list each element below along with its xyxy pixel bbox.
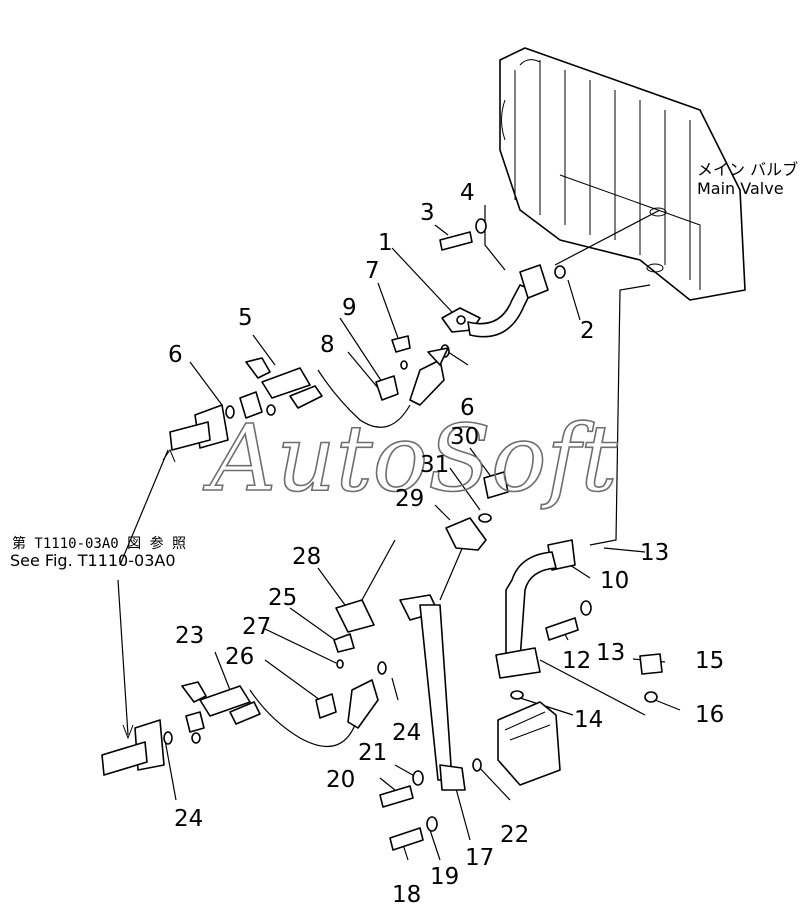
callout-14: 14 [574, 707, 603, 733]
callout-28: 28 [292, 544, 321, 570]
part-number-callouts: 1 2 3 4 5 6 6 7 8 9 10 12 13 13 14 15 16… [168, 180, 724, 908]
callout-15: 15 [695, 648, 724, 674]
main-valve-label-jp: メイン バルブ [697, 160, 798, 179]
callout-22: 22 [500, 822, 529, 848]
callout-5: 5 [238, 305, 253, 331]
callout-6-right: 6 [460, 395, 475, 421]
callout-29: 29 [395, 486, 424, 512]
callout-9: 9 [342, 295, 357, 321]
callout-25: 25 [268, 585, 297, 611]
callout-10: 10 [600, 568, 629, 594]
callout-21: 21 [358, 740, 387, 766]
see-figure-label-jp: 第 T1110-03A0 図 参 照 [12, 535, 186, 552]
callout-6-left: 6 [168, 342, 183, 368]
callout-20: 20 [326, 767, 355, 793]
watermark-text: AutoSoft [202, 405, 619, 512]
upper-tube-assembly [169, 218, 566, 551]
callout-17: 17 [465, 845, 494, 871]
leader-lines [117, 205, 681, 861]
callout-13-top: 13 [640, 540, 669, 566]
callout-30: 30 [450, 424, 479, 450]
callout-4: 4 [460, 180, 475, 206]
callout-23: 23 [175, 623, 204, 649]
lower-tube-assembly [101, 539, 663, 851]
see-figure-label-en: See Fig. T1110-03A0 [10, 551, 176, 570]
callout-24-right: 24 [392, 720, 421, 746]
callout-1: 1 [378, 230, 393, 256]
callout-12: 12 [562, 648, 591, 674]
callout-16: 16 [695, 702, 724, 728]
callout-2: 2 [580, 318, 595, 344]
main-valve-body [499, 47, 746, 301]
main-valve-label-en: Main Valve [697, 179, 784, 198]
callout-27: 27 [242, 614, 271, 640]
callout-24-left: 24 [174, 806, 203, 832]
callout-19: 19 [430, 864, 459, 890]
callout-8: 8 [320, 332, 335, 358]
callout-18: 18 [392, 882, 421, 908]
callout-31: 31 [420, 452, 449, 478]
callout-13-bottom: 13 [596, 640, 625, 666]
callout-7: 7 [365, 258, 380, 284]
callout-3: 3 [420, 200, 435, 226]
callout-26: 26 [225, 644, 254, 670]
